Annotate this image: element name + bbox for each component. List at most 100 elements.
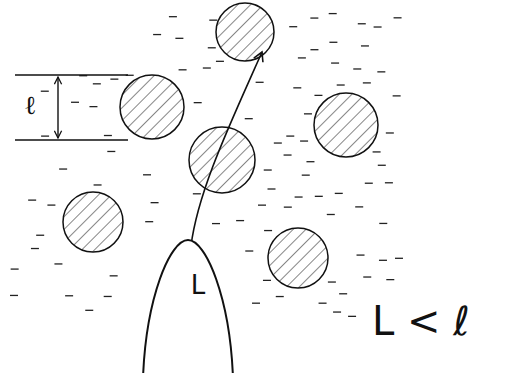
tip-outline-path (143, 240, 233, 373)
dimension-label: ℓ (24, 90, 36, 121)
charge-dash (302, 174, 310, 175)
charge-dash (310, 49, 318, 50)
charge-dash (54, 263, 62, 264)
charge-dash (216, 61, 224, 62)
charge-dash (169, 16, 177, 17)
charge-dash (374, 26, 382, 27)
charge-dash (289, 26, 297, 27)
charge-dash (208, 47, 216, 48)
charge-dash (293, 87, 301, 88)
charge-dash (263, 280, 271, 281)
charge-dash (264, 230, 272, 231)
charge-dash (304, 113, 312, 114)
charge-dash (209, 19, 217, 20)
charge-dash (153, 34, 161, 35)
charge-dash (276, 296, 284, 297)
charge-dash (385, 182, 393, 183)
charge-dash (329, 42, 337, 43)
charge-dash (357, 254, 365, 255)
particle (189, 127, 255, 193)
charge-dash (193, 193, 201, 194)
charge-dash (353, 68, 361, 69)
particle (268, 228, 328, 288)
charge-dash (236, 220, 244, 221)
charge-dash (104, 296, 112, 297)
charge-dash (315, 196, 323, 197)
charge-dash (373, 151, 381, 152)
charge-dash (295, 196, 303, 197)
charge-dash (348, 316, 356, 317)
charge-dash (93, 83, 101, 84)
charge-dash (298, 57, 306, 58)
charge-dash (378, 165, 386, 166)
charge-dash (10, 295, 18, 296)
charge-dash (85, 310, 93, 311)
charge-dash (355, 206, 363, 207)
charge-dash (361, 45, 369, 46)
charge-dash (47, 204, 55, 205)
charge-dash (306, 161, 314, 162)
charge-dash (31, 248, 39, 249)
charge-dash (65, 295, 73, 296)
particle (120, 75, 184, 139)
tip-outline (140, 238, 236, 373)
charge-dash (327, 214, 335, 215)
charge-dash (94, 184, 102, 185)
probe-tip: L (140, 238, 256, 373)
charge-dash (379, 223, 387, 224)
charge-dash (258, 204, 266, 205)
charge-dash (252, 303, 260, 304)
charge-dash (274, 142, 282, 143)
charge-dash (363, 82, 371, 83)
charge-dash (386, 279, 394, 280)
charge-dash (143, 174, 151, 175)
charge-dash (337, 84, 345, 85)
charge-dash (363, 276, 371, 277)
charge-dash (333, 311, 341, 312)
particle (314, 93, 378, 157)
charge-dash (314, 95, 322, 96)
charge-dash (300, 140, 308, 141)
charge-dash (145, 221, 153, 222)
charge-dash (194, 102, 202, 103)
charge-dash (329, 13, 337, 14)
charge-dash (41, 135, 49, 136)
charge-dash (284, 206, 292, 207)
charge-dash (11, 268, 19, 269)
charge-dash (212, 223, 220, 224)
charge-dash (245, 250, 253, 251)
charge-dash (328, 281, 336, 282)
charge-dash (71, 102, 79, 103)
charge-dash (365, 183, 373, 184)
trajectory-arrow (191, 52, 262, 246)
charge-dash (151, 202, 159, 203)
charge-dash (28, 199, 36, 200)
charge-dash (395, 258, 403, 259)
condition-label: L < ℓ (372, 298, 470, 344)
dimension-lines (15, 75, 128, 140)
charge-dash (264, 169, 272, 170)
charge-dash (175, 38, 183, 39)
charge-dash (377, 71, 385, 72)
charge-dash (110, 275, 118, 276)
charge-dash (59, 168, 67, 169)
charge-dash (89, 106, 97, 107)
charge-dash (393, 95, 401, 96)
charge-dash (203, 67, 211, 68)
charge-dash (36, 235, 44, 236)
charge-dash (379, 260, 387, 261)
charge-dash (358, 23, 366, 24)
charge-dash (107, 151, 115, 152)
charge-dash (110, 78, 118, 79)
charge-dash (319, 303, 327, 304)
tip-label: L (140, 238, 256, 300)
charge-dash (284, 154, 292, 155)
charge-dash (331, 62, 339, 63)
charge-dash (339, 293, 347, 294)
charge-dash (286, 135, 294, 136)
particles (63, 3, 378, 288)
charge-dash (386, 132, 394, 133)
charge-dash (335, 193, 343, 194)
particle (216, 3, 274, 61)
